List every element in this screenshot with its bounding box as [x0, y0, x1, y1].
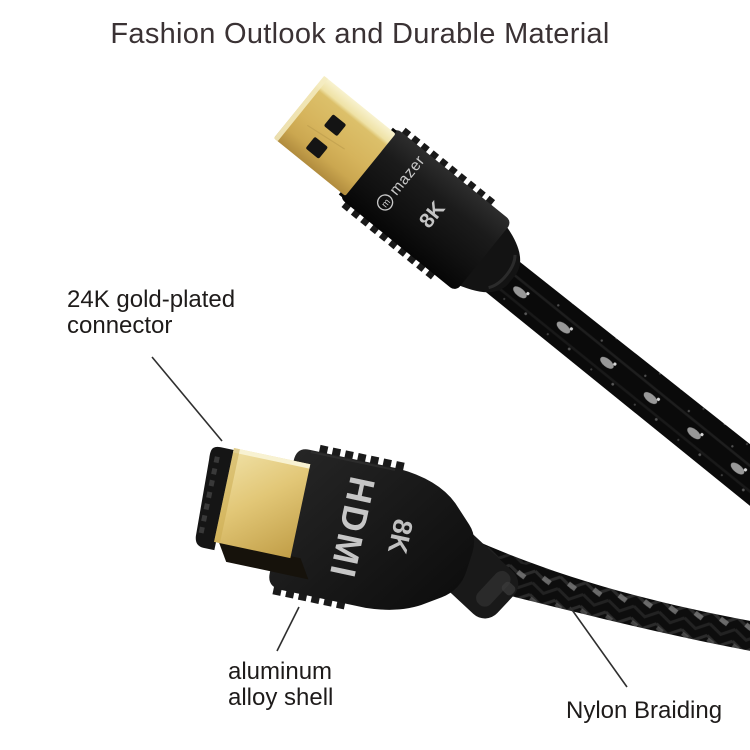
- upper-plug-crease: [307, 124, 345, 150]
- pointer-line-alloy-shell: [276, 606, 300, 652]
- callout-nylon-braiding: Nylon Braiding: [566, 697, 723, 724]
- page-title: Fashion Outlook and Durable Material: [110, 18, 610, 50]
- callout-aluminum-alloy-shell: aluminum alloy shell: [228, 658, 334, 711]
- callout-gold-plated-connector: 24K gold-plated connector: [67, 286, 236, 339]
- lower-shell-top-highlight: [310, 451, 396, 471]
- lower-plug-left-shade: [214, 448, 240, 544]
- upper-plug-hole: [324, 114, 346, 136]
- brand-mark-circle: [376, 194, 394, 211]
- lower-connector: HDMI 8K: [195, 444, 519, 619]
- upper-neck-gloss: [488, 254, 517, 290]
- pointer-line-nylon-braiding: [569, 606, 628, 688]
- upper-plug-hole: [306, 137, 328, 159]
- lower-gold-plug: [214, 448, 311, 559]
- lower-plug-underside: [218, 540, 309, 580]
- lower-pin-contacts: [198, 456, 220, 534]
- lower-plug-top-edge: [233, 448, 311, 469]
- upper-cable-braid: [466, 243, 750, 506]
- upper-shell: [341, 130, 510, 289]
- lower-8k-text: 8K: [382, 516, 419, 556]
- lower-8k-badge: 8K: [382, 516, 419, 556]
- pointer-line-gold-connector: [151, 356, 223, 442]
- upper-plug-front-edge: [273, 75, 329, 142]
- lower-cable-braid: [470, 538, 750, 651]
- lower-shell: [269, 449, 475, 610]
- upper-connector: m mazer 8K: [273, 75, 521, 293]
- lower-pin-face: [195, 446, 236, 551]
